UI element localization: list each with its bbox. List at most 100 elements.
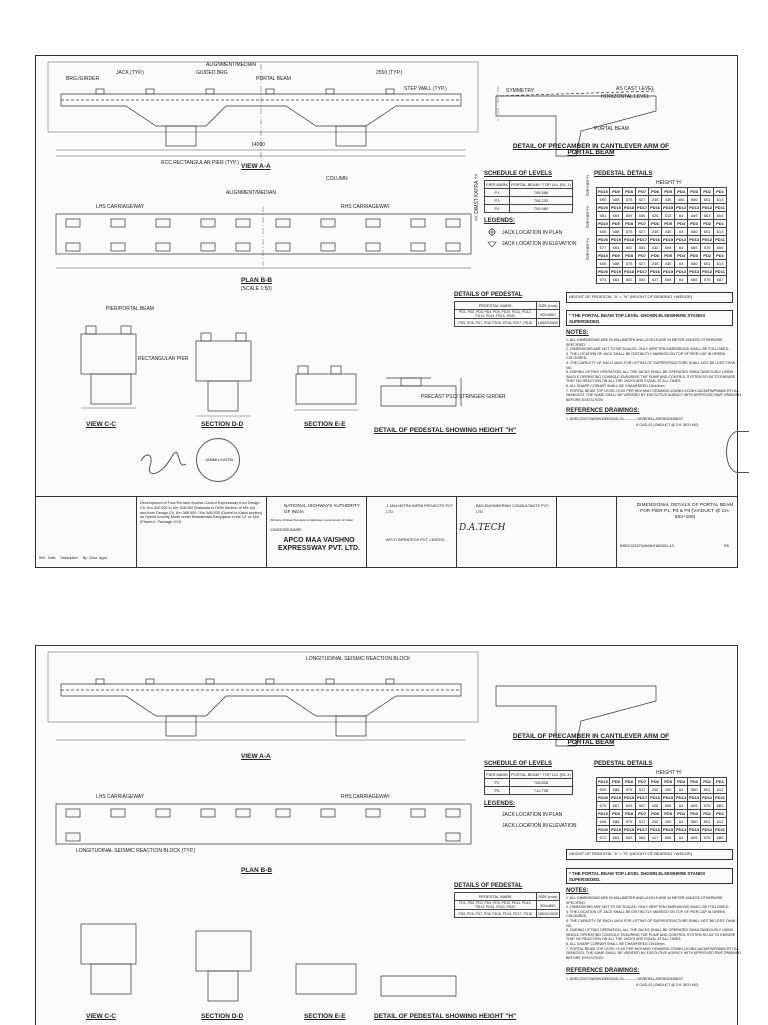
table-cell: 575 <box>622 259 637 268</box>
precamber-title: DETAIL OF PRECAMBER IN CANTILEVER ARM OF… <box>512 143 670 156</box>
table-cell: 527 <box>635 195 650 204</box>
table-cell: 665 <box>687 243 702 252</box>
table-cell: PD18 <box>622 267 637 276</box>
divider <box>366 497 367 568</box>
height-note-box: HEIGHT OF PEDESTAL "h" = "H"-(HEIGHT OF … <box>566 292 733 303</box>
stamp-text: JAMMU KATRA <box>205 457 234 462</box>
table-cell: PD3 <box>687 251 702 260</box>
table-cell: 577 <box>595 243 611 252</box>
table-header: PIER MARK <box>483 770 511 779</box>
table-cell: 64 <box>674 801 689 810</box>
table-cell: PD9 <box>609 251 624 260</box>
table-cell: 602 <box>622 243 637 252</box>
drawing-sheet-1: ALIGNMENT/MEDIAN GUIDED BRG JACK (TYP.) … <box>35 55 749 568</box>
legend-item: JACK LOCATION IN ELEVATION <box>502 823 577 829</box>
section-ee-title: SECTION E-E <box>304 421 346 428</box>
table-cell: 706.586 <box>509 188 573 197</box>
table-cell: PD15 <box>661 793 676 802</box>
table-cell: 527 <box>635 785 650 794</box>
table-cell: 428 <box>648 801 663 810</box>
table-cell: 576 <box>700 833 715 842</box>
table-cell: PD1 <box>713 809 727 818</box>
height-note: HEIGHT OF PEDESTAL "h" = "H"-(HEIGHT OF … <box>569 294 693 299</box>
table-cell: PD13 <box>687 825 702 834</box>
table-cell: PD18 <box>622 793 637 802</box>
appd-col: Appd <box>98 556 107 560</box>
table-header: PORTAL BEAM * TOP LVL (RL-1) <box>509 180 573 189</box>
table-cell: PD14 <box>674 235 689 244</box>
label-step-wall: STEP WALL (TYP.) <box>404 86 447 92</box>
table-cell: 609 <box>622 211 637 220</box>
pedestal-details-title: PEDESTAL DETAILS <box>594 171 653 177</box>
table-cell: PD7 <box>635 809 650 818</box>
precamber-title-2: DETAIL OF PRECAMBER IN CANTILEVER ARM OF… <box>512 733 670 746</box>
label-rcc-column: RCC RECTANGULAR PIER (TYP.) <box>161 160 239 166</box>
table-cell: PD9 <box>609 187 624 196</box>
table-cell: 613 <box>713 195 727 204</box>
table-cell: PD1, PD2, PD3, PD4, PD9, PD10, PD11, PD1… <box>454 900 537 910</box>
table-cell: 590 <box>595 195 611 204</box>
table-cell: PD15 <box>661 235 676 244</box>
table-cell: P5 <box>483 786 511 795</box>
title-block: Rev Date Description By Chkd Appd Develo… <box>36 496 737 568</box>
table-cell: 245 <box>648 785 663 794</box>
schedule-levels-title-2: SCHEDULE OF LEVELS <box>484 761 553 767</box>
table-cell: 601 <box>700 817 715 826</box>
table-cell: 606 <box>595 817 611 826</box>
table-cell: PD3 <box>687 809 702 818</box>
table-cell: 606 <box>595 259 611 268</box>
table-cell: PD1 <box>713 251 727 260</box>
table-cell: 710.706 <box>509 786 573 795</box>
section-ee-title-2: SECTION E-E <box>304 1013 346 1020</box>
table-cell: PD14 <box>674 267 689 276</box>
table-header: SIZE (mm) <box>535 892 561 901</box>
table-cell: 64 <box>674 211 689 220</box>
table-cell: PD9 <box>609 809 624 818</box>
table-cell: PD16 <box>648 825 663 834</box>
table-cell: PD6 <box>648 809 663 818</box>
table-cell: 606 <box>595 227 611 236</box>
drawing-sheet-2: LONGITUDINAL SEISMIC REACTION BLOCK LONG… <box>35 645 741 1025</box>
table-cell: 613 <box>713 817 727 826</box>
label-lhs: LHS CARRIAGEWAY <box>96 204 145 210</box>
table-cell: PD10 <box>595 187 611 196</box>
label-dim-2550: 2550 (TYP.) <box>376 70 403 76</box>
table-cell: 527 <box>635 817 650 826</box>
table-cell: 580 <box>687 227 702 236</box>
table-cell: 900x800 <box>535 309 561 319</box>
table-cell: 601 <box>700 785 715 794</box>
table-cell: PD9 <box>609 219 624 228</box>
table-cell: 527 <box>635 259 650 268</box>
table-cell: 508 <box>661 275 676 284</box>
superseded-box: * THE PORTAL BEAM TOP LEVEL SHOWN ELSEWH… <box>566 310 733 326</box>
notes-title: NOTES: <box>566 330 589 336</box>
table-cell: 685 <box>713 833 727 842</box>
table-cell: PD2 <box>700 219 715 228</box>
table-cell: 564 <box>635 275 650 284</box>
table-cell: 508 <box>661 801 676 810</box>
pedestal-height-title: DETAIL OF PEDESTAL SHOWING HEIGHT "H" <box>374 427 517 434</box>
label-precast: PRECAST PSCI STRINGER GIRDER <box>421 394 506 400</box>
table-cell: 580 <box>687 817 702 826</box>
label-rect-pier: RECTANGULAR PIER <box>138 356 189 362</box>
table-cell: PD4 <box>674 219 689 228</box>
table-cell: 669 <box>713 801 727 810</box>
table-cell: PD16 <box>648 203 663 212</box>
plan-bb-title-2: PLAN B-B <box>241 867 273 874</box>
table-cell: PD18 <box>622 235 637 244</box>
table-cell: 430 <box>661 817 676 826</box>
sheet-2-linework <box>47 651 657 1002</box>
table-cell: 1600X1600 <box>535 909 561 918</box>
table-cell: 601 <box>700 195 715 204</box>
note-item: 2. DIMENSIONS ARE NOT TO BE SCALED. ONLY… <box>566 347 730 352</box>
note-item: 3. THE LOCATION OF JACK SHALL BE DISTINC… <box>566 909 726 919</box>
reference-title: REFERENCE DRAWINGS: <box>566 408 640 414</box>
label-portal-beam-2: PORTAL BEAM <box>594 126 629 132</box>
label-rhs: RHS CARRIAGEWAY <box>341 204 390 210</box>
